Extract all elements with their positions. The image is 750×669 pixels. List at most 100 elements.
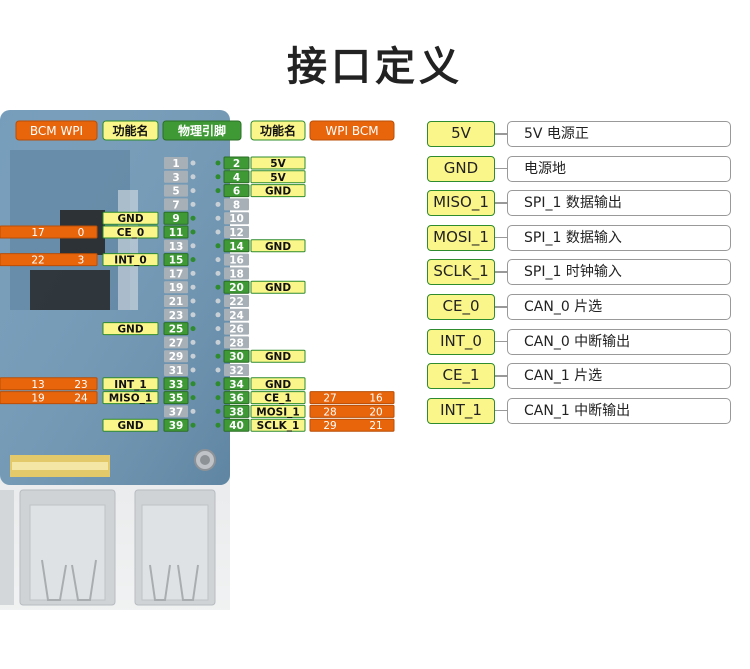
pin-function-right: GND xyxy=(265,282,291,294)
pin-number-right-box xyxy=(224,253,249,266)
pin-number-right: 22 xyxy=(229,296,244,308)
pin-number-left: 9 xyxy=(172,213,179,225)
pin-connector-left-icon xyxy=(190,201,196,207)
pin-number-left: 33 xyxy=(169,379,184,391)
legend-description: CAN_0 片选 xyxy=(507,294,731,320)
pin-connector-left-icon xyxy=(190,326,196,332)
pin-number-right: 18 xyxy=(229,268,244,280)
pin-function-right: GND xyxy=(265,241,291,253)
pin-function-right: CE_1 xyxy=(264,393,291,405)
pin-function-right: 5V xyxy=(270,172,286,184)
pin-connector-left-icon xyxy=(190,367,196,373)
pin-number-left-box xyxy=(164,267,188,280)
pin-number-left: 39 xyxy=(169,420,184,432)
pin-number-right: 6 xyxy=(233,186,240,198)
pin-function-right: GND xyxy=(265,351,291,363)
pin-number-left: 15 xyxy=(169,255,184,267)
pin-connector-right-icon xyxy=(215,298,221,304)
header-bcm-wpi-left: BCM WPI xyxy=(30,124,83,138)
pin-connector-right-icon xyxy=(215,408,221,414)
pin-number-left-box xyxy=(164,350,188,363)
legend-key: INT_1 xyxy=(427,397,495,424)
legend-row: CE_0 CAN_0 片选 xyxy=(0,294,750,322)
pin-wpi-left: 24 xyxy=(74,393,88,405)
legend-connector xyxy=(495,133,507,135)
pin-function-right-box xyxy=(250,418,306,432)
pin-number-right-box xyxy=(224,198,249,211)
pin-function-left: INT_1 xyxy=(114,379,146,391)
pin-connector-right-icon xyxy=(215,284,221,290)
pin-number-left-box xyxy=(164,281,188,294)
pin-number-left-box xyxy=(164,157,188,169)
legend-row: INT_1 CAN_1 中断输出 xyxy=(0,397,750,426)
pin-connector-right-icon xyxy=(215,215,221,221)
legend-connector xyxy=(495,271,507,273)
pin-wpi-bcm-right-box xyxy=(309,404,395,418)
pin-number-right: 2 xyxy=(233,158,240,170)
pin-function-right-box xyxy=(250,377,306,391)
pin-connector-left-icon xyxy=(190,312,196,318)
pin-number-right: 30 xyxy=(229,351,244,363)
legend-connector xyxy=(495,409,507,412)
header-physical-box xyxy=(162,120,242,141)
header-func-right: 功能名 xyxy=(260,123,296,138)
pin-number-left: 35 xyxy=(169,393,184,405)
pin-number-right-box xyxy=(223,280,250,294)
pin-number-left: 13 xyxy=(169,241,184,253)
legend-description: 5V 电源正 xyxy=(507,121,731,147)
legend-description: CAN_0 中断输出 xyxy=(507,328,731,355)
pin-function-left-box xyxy=(102,418,159,432)
pin-number-right-box xyxy=(223,184,250,198)
pin-function-right: SCLK_1 xyxy=(257,420,300,432)
pin-connector-right-icon xyxy=(215,201,221,207)
pin-number-right: 38 xyxy=(229,406,244,418)
pin-connector-right-icon xyxy=(215,312,221,318)
pin-number-right: 14 xyxy=(229,241,244,253)
legend-description: SPI_1 时钟输入 xyxy=(507,259,731,286)
header-bcm-wpi-left-box xyxy=(15,120,98,141)
pin-function-left: GND xyxy=(117,213,143,225)
pin-bcm-left: 13 xyxy=(31,379,44,391)
pin-connector-right-icon xyxy=(215,174,221,180)
pin-connector-right-icon xyxy=(215,160,221,166)
pin-connector-left-icon xyxy=(190,395,196,401)
pin-number-right-box xyxy=(223,377,250,391)
pin-function-right-box xyxy=(250,280,306,294)
legend-key: MISO_1 xyxy=(427,190,495,217)
legend-key: 5V xyxy=(427,121,495,147)
pin-function-left-box xyxy=(102,225,159,239)
pin-number-right: 16 xyxy=(229,255,244,267)
legend-key: CE_1 xyxy=(427,363,495,390)
pin-number-right-box xyxy=(224,267,249,280)
pin-connector-left-icon xyxy=(190,381,196,387)
pin-number-left-box xyxy=(164,364,188,376)
pin-number-right-box xyxy=(223,349,250,363)
pin-wpi-left: 0 xyxy=(78,227,85,239)
pin-number-right-box xyxy=(224,226,249,238)
pin-number-left: 21 xyxy=(169,296,184,308)
pin-function-left: MISO_1 xyxy=(109,393,152,405)
pin-number-left-box xyxy=(163,391,189,405)
pin-number-left-box xyxy=(163,322,189,336)
legend-description: CAN_1 中断输出 xyxy=(507,397,731,424)
pin-number-right-box xyxy=(224,322,249,335)
pin-number-left: 1 xyxy=(172,158,179,170)
board-image xyxy=(0,110,230,610)
pin-number-right-box xyxy=(223,391,250,405)
pin-function-right-box xyxy=(250,404,306,418)
pin-function-left-box xyxy=(102,377,159,391)
pin-connector-left-icon xyxy=(190,229,196,235)
legend-connector xyxy=(495,306,507,308)
legend-key: CE_0 xyxy=(427,294,495,320)
pin-connector-right-icon xyxy=(215,422,221,428)
pin-wpi-left: 23 xyxy=(74,379,87,391)
pin-connector-right-icon xyxy=(215,353,221,359)
